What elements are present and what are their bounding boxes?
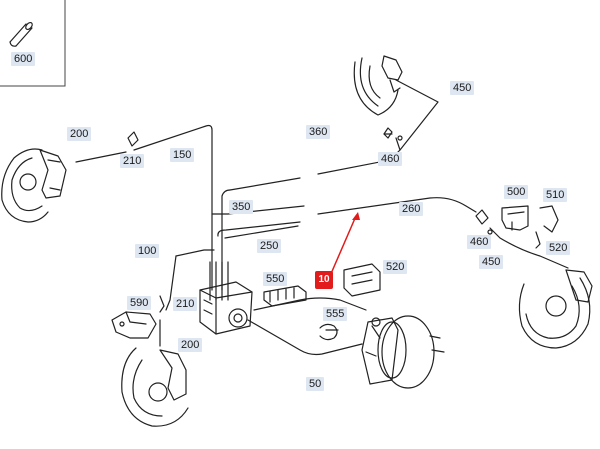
- label-555[interactable]: 555: [323, 307, 348, 321]
- brake-booster: [361, 315, 445, 389]
- fittings: [127, 127, 493, 235]
- rear-left-disc: [121, 347, 189, 427]
- label-360[interactable]: 360: [306, 125, 331, 139]
- part-550-connector: [263, 285, 307, 307]
- part-590-bracket: [111, 311, 157, 339]
- label-210-left[interactable]: 210: [120, 154, 145, 168]
- label-500[interactable]: 500: [504, 185, 529, 199]
- part-555-clip: [319, 323, 339, 341]
- label-520-block[interactable]: 520: [383, 260, 408, 274]
- brake-lines: [75, 79, 569, 356]
- label-200-left[interactable]: 200: [67, 127, 92, 141]
- label-450-right[interactable]: 450: [479, 255, 504, 269]
- label-150[interactable]: 150: [170, 148, 195, 162]
- label-590[interactable]: 590: [127, 296, 152, 310]
- part-500-510-brackets: [501, 205, 559, 249]
- label-460-top[interactable]: 460: [378, 152, 403, 166]
- label-550[interactable]: 550: [263, 272, 288, 286]
- label-600[interactable]: 600: [11, 52, 36, 66]
- label-10-highlighted[interactable]: 10: [315, 271, 333, 289]
- label-250[interactable]: 250: [257, 239, 282, 253]
- label-510[interactable]: 510: [543, 188, 568, 202]
- rear-right-disc: [518, 269, 593, 349]
- label-100[interactable]: 100: [135, 244, 160, 258]
- label-450-top[interactable]: 450: [450, 81, 475, 95]
- label-210-lower[interactable]: 210: [173, 297, 198, 311]
- label-260[interactable]: 260: [399, 202, 424, 216]
- label-350[interactable]: 350: [229, 200, 254, 214]
- abs-module: [199, 281, 253, 335]
- label-460-right[interactable]: 460: [467, 235, 492, 249]
- front-right-disc: [353, 55, 403, 116]
- label-200-lower[interactable]: 200: [178, 338, 203, 352]
- part-600-tube: [9, 21, 33, 47]
- label-520-right[interactable]: 520: [546, 241, 571, 255]
- front-left-disc: [1, 148, 67, 223]
- label-50[interactable]: 50: [306, 377, 325, 391]
- part-520-block: [343, 263, 381, 297]
